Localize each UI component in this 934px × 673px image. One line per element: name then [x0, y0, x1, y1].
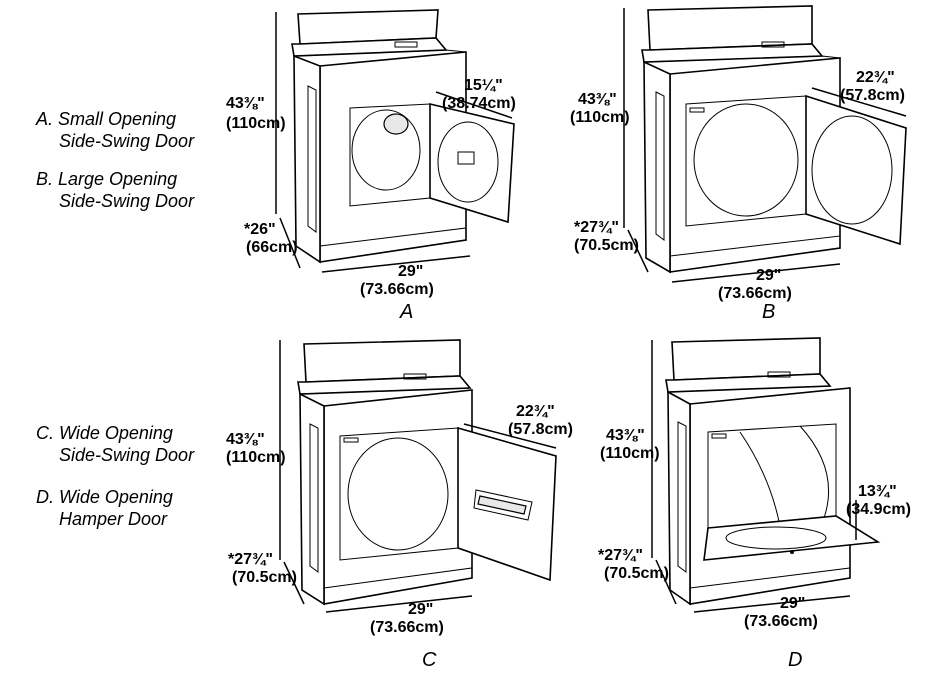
legend-c-line2: Side-Swing Door: [59, 445, 195, 465]
figure-d-height-cm: (110cm): [600, 445, 660, 462]
legend-b-line2: Side-Swing Door: [59, 191, 195, 211]
figure-c-height-in: 43⅜": [226, 431, 265, 448]
figure-a-depth-cm: (66cm): [246, 239, 298, 256]
legend-d-line2: Hamper Door: [59, 509, 168, 529]
figure-d-caption: D: [788, 649, 802, 671]
legend-b: B. Large Opening Side-Swing Door: [36, 168, 194, 212]
figure-d-depth-in: *27¾": [598, 547, 643, 564]
legend-b-line1: B. Large Opening: [36, 169, 178, 189]
figure-b-depth-cm: (70.5cm): [574, 237, 639, 254]
figure-a-width-in: 29": [398, 263, 423, 280]
figure-d-width-cm: (73.66cm): [744, 613, 818, 630]
figure-c-door-in: 22¾": [516, 403, 555, 420]
figure-b-door-cm: (57.8cm): [840, 87, 905, 104]
figure-d-door-cm: (34.9cm): [846, 501, 911, 518]
figure-d-width-in: 29": [780, 595, 805, 612]
dryer-figure-a: 43⅜" (110cm) *26" (66cm) 29" (73.66cm) 1…: [226, 9, 516, 323]
figure-b-height-cm: (110cm): [570, 109, 630, 126]
figure-d-height-in: 43⅜": [606, 427, 645, 444]
figure-a-depth-in: *26": [244, 221, 276, 238]
figure-a-door-in: 15¼": [464, 77, 503, 94]
figure-b-height-in: 43⅜": [578, 91, 617, 108]
figure-b-width-cm: (73.66cm): [718, 285, 792, 302]
figure-a-caption: A: [399, 301, 413, 323]
dryer-figure-c: 43⅜" (110cm) *27¾" (70.5cm) 29" (73.66cm…: [226, 339, 573, 671]
figure-b-door-in: 22¾": [856, 69, 895, 86]
figure-a-door-cm: (38.74cm): [442, 95, 516, 112]
figure-c-width-cm: (73.66cm): [370, 619, 444, 636]
figure-c-caption: C: [422, 649, 437, 671]
legend-a-line2: Side-Swing Door: [59, 131, 195, 151]
legend-a: A. Small Opening Side-Swing Door: [36, 108, 194, 152]
figure-a-height-in: 43⅜": [226, 95, 265, 112]
figure-c-width-in: 29": [408, 601, 433, 618]
dryer-figure-b: 43⅜" (110cm) *27¾" (70.5cm) 29" (73.66cm…: [570, 5, 907, 323]
figure-a-width-cm: (73.66cm): [360, 281, 434, 298]
legend-c-line1: C. Wide Opening: [36, 423, 173, 443]
dryer-figure-d: 43⅜" (110cm) *27¾" (70.5cm) 29" (73.66cm…: [598, 337, 911, 671]
figure-a-height-cm: (110cm): [226, 115, 286, 132]
figure-b-depth-in: *27¾": [574, 219, 619, 236]
figure-c-height-cm: (110cm): [226, 449, 286, 466]
figure-b-width-in: 29": [756, 267, 781, 284]
figure-c-depth-cm: (70.5cm): [232, 569, 297, 586]
legend-a-line1: A. Small Opening: [36, 109, 177, 129]
figure-b-caption: B: [762, 301, 775, 323]
legend-d-line1: D. Wide Opening: [36, 487, 173, 507]
figure-d-door-in: 13¾": [858, 483, 897, 500]
legend-d: D. Wide Opening Hamper Door: [36, 486, 173, 530]
figure-c-depth-in: *27¾": [228, 551, 273, 568]
legend-c: C. Wide Opening Side-Swing Door: [36, 422, 194, 466]
figure-c-door-cm: (57.8cm): [508, 421, 573, 438]
figure-d-depth-cm: (70.5cm): [604, 565, 669, 582]
